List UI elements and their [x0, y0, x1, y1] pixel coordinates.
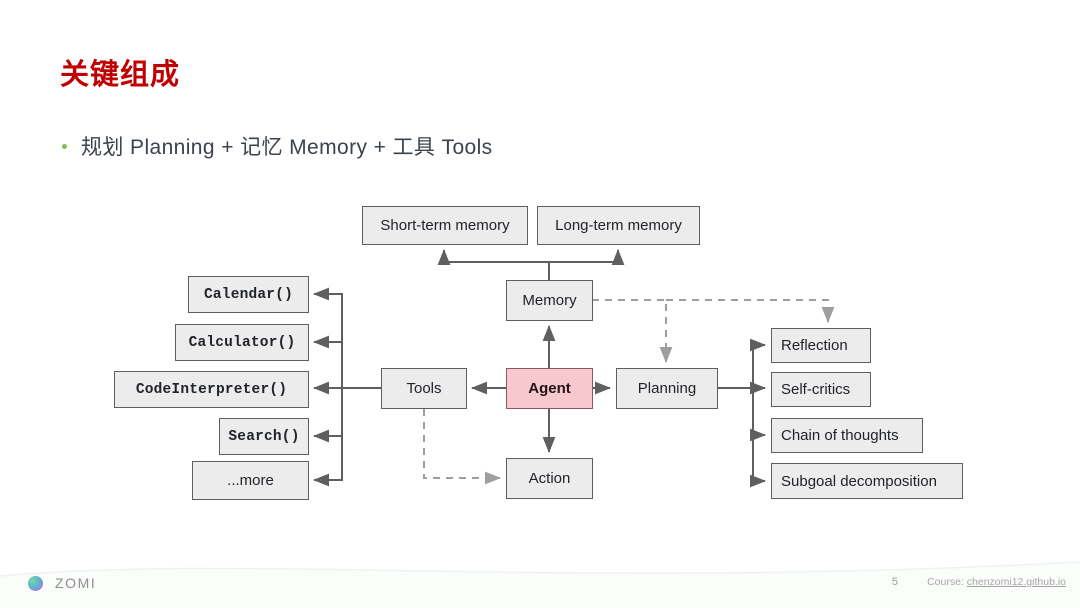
node-planning-self-critics[interactable]: Self-critics [771, 372, 871, 407]
node-tool-more[interactable]: ...more [192, 461, 309, 500]
node-label: Planning [637, 380, 697, 397]
node-label: Search() [228, 428, 300, 445]
bullet-item-label: 规划 Planning + 记忆 Memory + 工具 Tools [81, 136, 493, 159]
node-long-term-memory[interactable]: Long-term memory [537, 206, 700, 245]
node-tool-codeinterpreter[interactable]: CodeInterpreter() [114, 371, 309, 408]
page-title: 关键组成 [60, 59, 181, 91]
node-label: Calendar() [203, 286, 293, 303]
node-tools[interactable]: Tools [381, 368, 467, 409]
node-planning-reflection[interactable]: Reflection [771, 328, 871, 363]
node-label: Subgoal decomposition [781, 472, 937, 490]
node-label: Long-term memory [555, 217, 682, 234]
node-tool-calculator[interactable]: Calculator() [175, 324, 309, 361]
bullet-dot-icon [62, 143, 67, 149]
node-label: Calculator() [188, 334, 296, 351]
node-label: Tools [406, 380, 442, 397]
brand-logo: ZOMI [28, 575, 96, 591]
node-planning-subgoal-decomposition[interactable]: Subgoal decomposition [771, 463, 963, 499]
brand-name: ZOMI [55, 575, 97, 591]
footer-decoration [0, 561, 1080, 608]
node-label: Short-term memory [380, 217, 510, 234]
course-label: Course: [927, 576, 964, 588]
node-label: Reflection [781, 337, 848, 354]
node-label: Memory [522, 292, 577, 309]
node-memory[interactable]: Memory [506, 280, 593, 321]
course-link[interactable]: chenzomi12.github.io [966, 576, 1066, 588]
node-label: Self-critics [781, 381, 851, 398]
bullet-item: 规划 Planning + 记忆 Memory + 工具 Tools [62, 131, 493, 161]
node-tool-calendar[interactable]: Calendar() [188, 276, 309, 313]
node-planning-chain-of-thoughts[interactable]: Chain of thoughts [771, 418, 923, 453]
node-tool-search[interactable]: Search() [219, 418, 309, 455]
node-action[interactable]: Action [506, 458, 593, 499]
node-planning[interactable]: Planning [616, 368, 718, 409]
node-label: CodeInterpreter() [135, 381, 288, 398]
course-note: Course: chenzomi12.github.io [927, 576, 1066, 588]
node-agent[interactable]: Agent [506, 368, 593, 409]
node-label: ...more [227, 472, 274, 489]
node-label: Agent [528, 380, 571, 397]
node-label: Action [528, 470, 571, 487]
page-number: 5 [891, 576, 898, 588]
node-label: Chain of thoughts [781, 427, 899, 444]
node-short-term-memory[interactable]: Short-term memory [362, 206, 528, 245]
zomi-logo-icon [28, 575, 43, 591]
